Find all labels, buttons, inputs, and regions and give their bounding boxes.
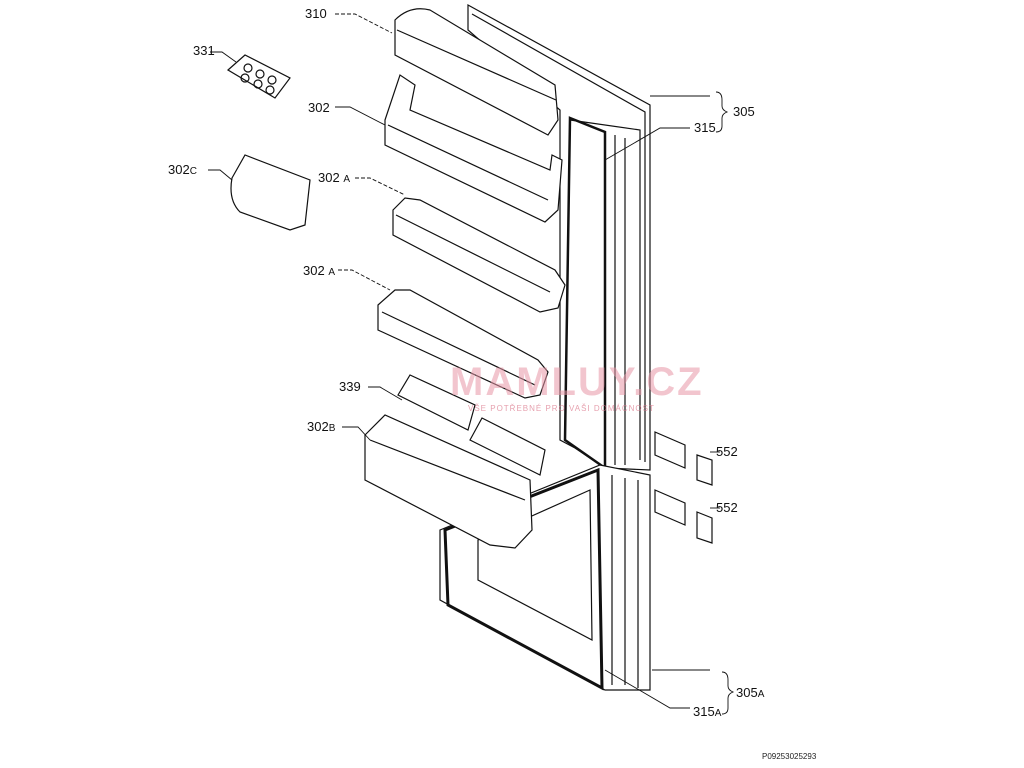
label-331: 331 xyxy=(193,43,215,58)
label-315: 315 xyxy=(694,120,716,135)
label-302: 302 xyxy=(308,100,330,115)
label-552-lower: 552 xyxy=(716,500,738,515)
label-305: 305 xyxy=(733,104,755,119)
label-315A: 315A xyxy=(693,704,722,719)
part-302-shelf xyxy=(384,74,563,223)
part-302A-shelf-upper xyxy=(392,197,566,313)
part-552-hinges xyxy=(654,431,713,544)
part-339-dividers xyxy=(397,374,546,476)
label-302C: 302C xyxy=(168,162,197,177)
part-302C-small-shelf xyxy=(230,154,311,231)
leader-lines xyxy=(208,13,735,715)
label-305A: 305A xyxy=(736,685,765,700)
label-302A-upper: 302 A xyxy=(318,170,350,185)
part-310-dairy-lid xyxy=(394,8,559,136)
part-302B-bottle-shelf xyxy=(364,414,533,549)
label-302A-lower: 302 A xyxy=(303,263,335,278)
drawing-code: P09253025293 xyxy=(762,752,817,761)
part-331-egg-tray xyxy=(226,54,291,99)
label-310: 310 xyxy=(305,6,327,21)
part-302A-shelf-lower xyxy=(377,289,549,399)
label-552-upper: 552 xyxy=(716,444,738,459)
label-339: 339 xyxy=(339,379,361,394)
label-302B: 302B xyxy=(307,419,336,434)
